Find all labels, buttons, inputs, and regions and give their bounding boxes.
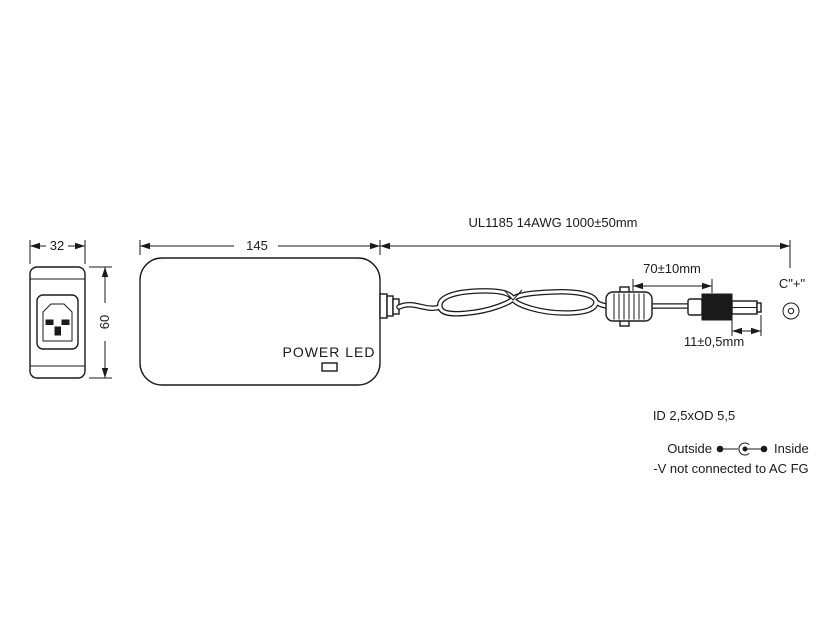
plug-end-view: C"+" bbox=[779, 276, 806, 320]
dim-cable-spec: UL1185 14AWG 1000±50mm bbox=[380, 215, 791, 268]
plug-body-black bbox=[701, 293, 733, 321]
polarity-inner-terminal-dot bbox=[760, 445, 768, 453]
polarity-inside-label: Inside bbox=[774, 441, 809, 456]
inlet-pin-right bbox=[61, 319, 70, 325]
inlet-recess bbox=[36, 294, 79, 350]
dim-11-label: 11±0,5mm bbox=[684, 334, 744, 349]
adapter-body bbox=[139, 257, 381, 386]
arrowhead-bottom bbox=[101, 368, 109, 378]
arrowhead-left bbox=[380, 242, 390, 250]
dc-plug bbox=[687, 293, 762, 321]
polarity-symbol bbox=[716, 442, 768, 456]
ferrite-bead bbox=[605, 286, 653, 327]
dim-side-width: 32 bbox=[29, 238, 86, 264]
polarity-outside-label: Outside bbox=[667, 441, 712, 456]
arrowhead-left bbox=[732, 327, 742, 335]
dim-145-label: 145 bbox=[246, 238, 268, 253]
iec-inlet-pins bbox=[45, 319, 70, 336]
extension-lines bbox=[139, 240, 381, 255]
extension-lines bbox=[89, 266, 112, 379]
strain-relief-seg2 bbox=[386, 295, 394, 317]
polarity-ring-contact bbox=[738, 442, 750, 456]
arrowhead-right bbox=[75, 242, 85, 250]
polarity-outer-terminal-dot bbox=[716, 445, 724, 453]
arrowhead-top bbox=[101, 267, 109, 277]
polarity-center-pin-dot bbox=[742, 446, 748, 452]
dim-ferrite-offset: 70±10mm bbox=[632, 261, 713, 293]
inlet-pin-ground bbox=[54, 326, 61, 336]
end-view-outer-circle bbox=[782, 302, 800, 320]
led-window bbox=[321, 362, 338, 372]
cable-entry-core bbox=[397, 303, 442, 310]
tip-polarity-label: C"+" bbox=[779, 276, 806, 291]
strain-relief-seg1 bbox=[379, 293, 388, 319]
dim-barrel-length: 11±0,5mm bbox=[684, 315, 762, 349]
plug-size-note: ID 2,5xOD 5,5 bbox=[653, 408, 735, 423]
polarity-legend: Outside Inside bbox=[667, 441, 809, 456]
arrowhead-right bbox=[780, 242, 790, 250]
plug-tip-cap bbox=[756, 302, 762, 313]
dim-32-label: 32 bbox=[50, 238, 64, 253]
cable-crossing-mark bbox=[503, 289, 523, 301]
extension-lines bbox=[731, 315, 762, 336]
cable-spec-label: UL1185 14AWG 1000±50mm bbox=[469, 215, 638, 230]
arrowhead-right bbox=[702, 282, 712, 290]
dim-side-height: 60 bbox=[89, 266, 112, 379]
ferrite-stripes bbox=[613, 293, 645, 320]
inlet-pin-left bbox=[45, 319, 54, 325]
ground-note: -V not connected to AC FG bbox=[653, 461, 808, 476]
dim-body-length: 145 bbox=[139, 238, 381, 255]
power-led-label: POWER LED bbox=[282, 344, 375, 360]
case-seam-lines bbox=[30, 278, 85, 367]
strain-relief bbox=[379, 293, 400, 319]
iec-inlet-outline bbox=[42, 303, 73, 342]
adapter-top-view: POWER LED bbox=[139, 257, 381, 386]
adapter-side-view bbox=[29, 266, 86, 379]
dim-70-label: 70±10mm bbox=[643, 261, 701, 276]
arrowhead-right bbox=[370, 242, 380, 250]
arrowhead-left bbox=[30, 242, 40, 250]
arrowhead-right bbox=[751, 327, 761, 335]
plug-bushing bbox=[687, 298, 703, 316]
extension-lines bbox=[29, 240, 86, 264]
dim-60-label: 60 bbox=[97, 315, 112, 329]
arrowhead-left bbox=[140, 242, 150, 250]
arrowhead-left bbox=[633, 282, 643, 290]
end-view-center-pin bbox=[787, 307, 795, 315]
